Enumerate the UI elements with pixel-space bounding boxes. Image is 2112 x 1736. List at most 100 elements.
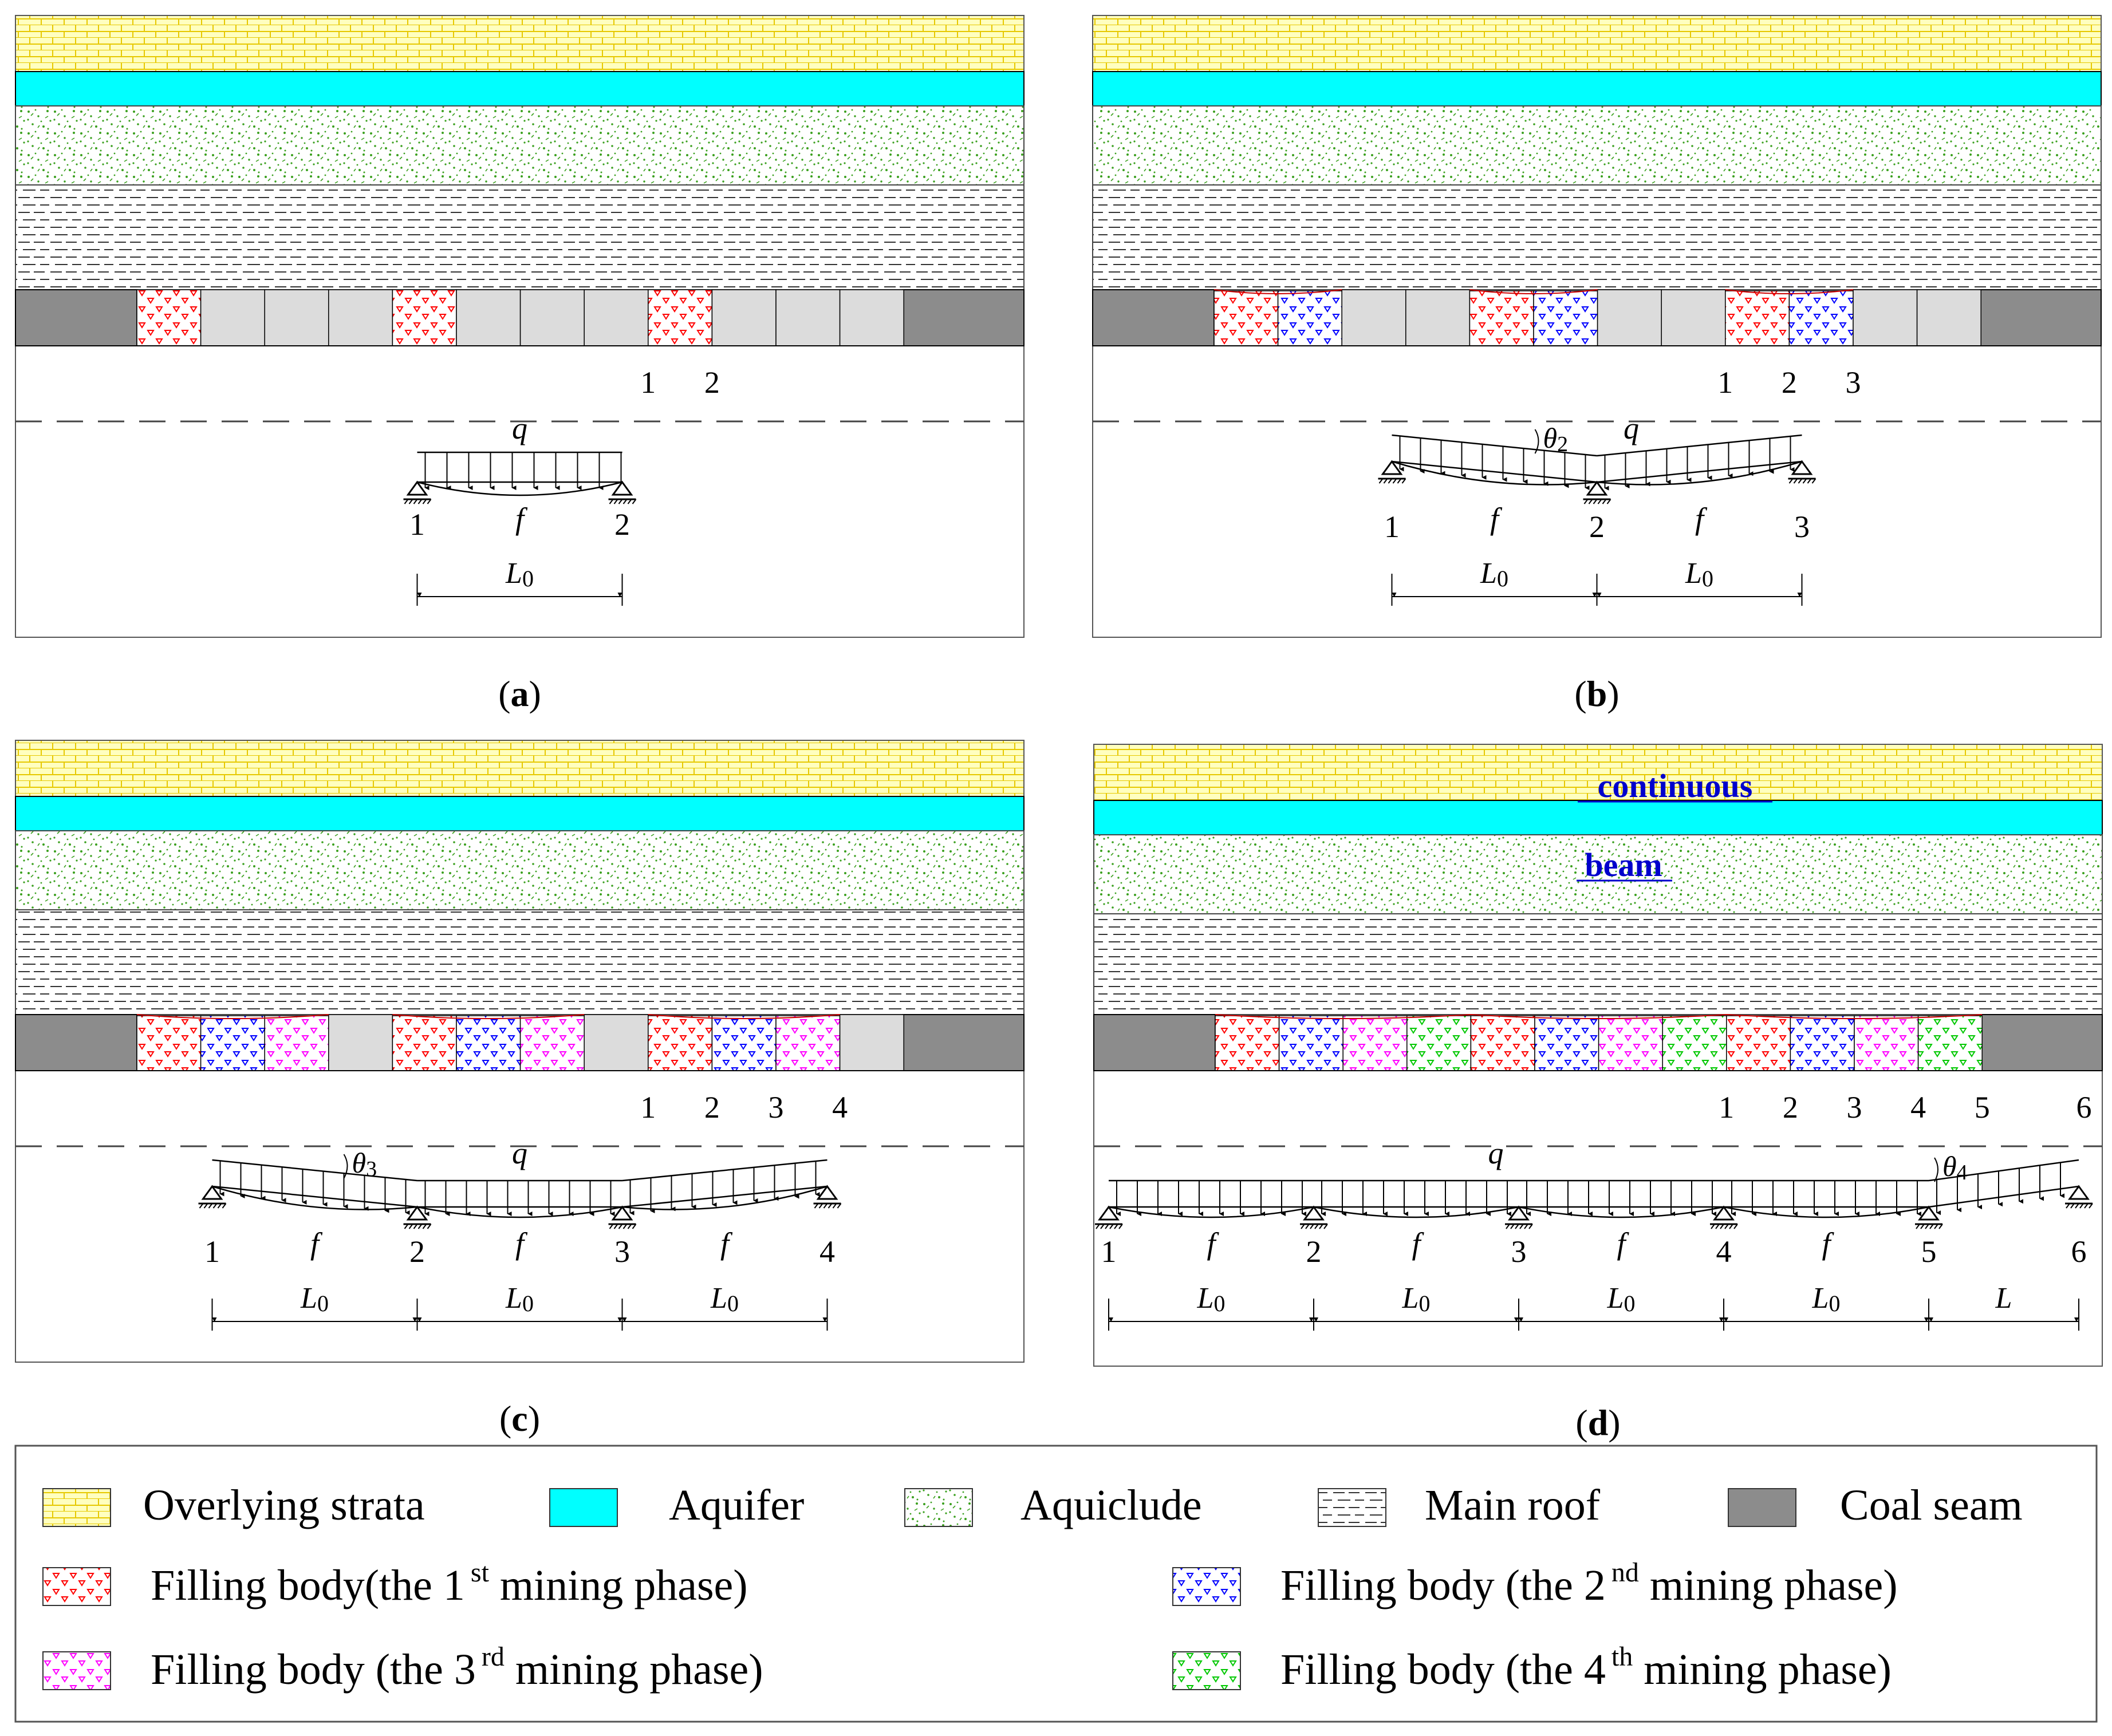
mined-gob-cell	[1341, 289, 1406, 346]
panel-caption: (c)	[499, 1398, 540, 1439]
filling-body-phase-1	[1215, 1015, 1280, 1071]
support-3	[608, 1205, 637, 1229]
filling-body-phase-2	[1277, 290, 1342, 346]
filling-body-phase-1	[136, 289, 202, 346]
coal-seam-right	[902, 289, 1025, 346]
support-2	[403, 1205, 432, 1229]
beam-support-label-5: 5	[1921, 1234, 1937, 1269]
beam-support-label-4: 4	[1716, 1234, 1732, 1269]
main-roof-layer	[1093, 913, 2103, 1015]
legend-phase2-swatch	[1172, 1567, 1241, 1606]
support-1	[1378, 460, 1406, 484]
mined-gob-cell	[264, 289, 329, 346]
filling-body-phase-1	[1470, 1015, 1535, 1071]
aquiclude-layer	[15, 830, 1025, 910]
overlying-strata-layer	[1092, 15, 2102, 72]
coal-seam-left	[1093, 1014, 1216, 1071]
legend-aquiclude-label: Aquiclude	[1020, 1481, 1202, 1529]
coal-seam-row	[15, 289, 1025, 346]
support-4	[813, 1185, 842, 1209]
beam-support-label-1: 1	[204, 1234, 220, 1269]
filling-body-phase-3	[264, 1015, 329, 1071]
coal-seam-swatch	[1728, 1488, 1796, 1527]
coal-seam-row	[15, 1014, 1025, 1071]
main-roof-layer	[15, 184, 1025, 290]
support-5	[1915, 1205, 1943, 1229]
support-number-2: 2	[1782, 365, 1797, 400]
span-label: L0	[1607, 1282, 1636, 1316]
mined-gob-cell	[584, 289, 649, 346]
support-1	[1095, 1205, 1123, 1229]
deflection-curve	[1108, 1206, 1314, 1218]
filling-body-phase-3	[775, 1015, 841, 1071]
deflection-curve	[417, 1206, 622, 1218]
filling-body-phase-1	[1213, 290, 1279, 346]
span-label: L0	[505, 557, 534, 591]
span-label: L0	[1812, 1282, 1841, 1316]
support-3	[1505, 1205, 1533, 1229]
deflection-curve	[1392, 460, 1597, 486]
support-2	[1300, 1205, 1328, 1229]
beam-support-label-4: 4	[819, 1234, 835, 1269]
beam-support-label-1: 1	[1101, 1234, 1117, 1269]
roof-subsidence-line	[392, 1014, 585, 1019]
roof-subsidence-line	[1213, 289, 1342, 294]
load-label-q: q	[512, 411, 527, 445]
filling-body-phase-3	[519, 1015, 585, 1071]
overlying-strata-layer	[15, 15, 1025, 72]
beam-support-label-3: 3	[1794, 510, 1810, 544]
aquifer-layer	[15, 796, 1025, 831]
support-number-1: 1	[640, 365, 656, 400]
support-number-3: 3	[1846, 365, 1861, 400]
beam-support-label-6: 6	[2071, 1234, 2087, 1269]
roof-subsidence-line	[648, 1014, 840, 1019]
filling-body-phase-1	[1469, 290, 1534, 346]
overlying-strata-layer	[1093, 744, 2103, 801]
mined-gob-cell	[711, 289, 777, 346]
filling-body-phase-1	[1726, 1015, 1791, 1071]
span-label: L0	[1402, 1282, 1431, 1316]
filling-body-phase-3	[1342, 1015, 1408, 1071]
support-number-2: 2	[704, 1090, 720, 1125]
mined-gob-cell	[1853, 289, 1918, 346]
coal-seam-row	[1093, 1014, 2103, 1071]
span-label: L0	[505, 1282, 534, 1316]
deflection-curve	[1313, 1206, 1519, 1218]
roof-subsidence-line	[1471, 1014, 1727, 1019]
deflection-curve	[417, 481, 622, 496]
support-number-3: 3	[769, 1090, 784, 1125]
beam-support-label-3: 3	[614, 1234, 630, 1269]
filling-body-phase-2	[200, 1015, 265, 1071]
deflection-curve	[1597, 460, 1802, 486]
legend-aquifer-label: Aquifer	[669, 1481, 804, 1529]
overlay-word-continuous: continuous	[1598, 767, 1753, 804]
support-number-1: 1	[640, 1090, 656, 1125]
filling-body-phase-2	[711, 1015, 777, 1071]
filling-body-phase-1	[648, 1015, 713, 1071]
support-2	[608, 480, 637, 504]
support-1	[403, 480, 432, 504]
legend-coal-seam-label: Coal seam	[1840, 1481, 2023, 1529]
span-label: L0	[300, 1282, 329, 1316]
support-number-6: 6	[2076, 1090, 2092, 1125]
filling-body-phase-3	[1854, 1015, 1919, 1071]
support-1	[198, 1185, 227, 1209]
aquifer-swatch	[549, 1488, 618, 1527]
legend-phase4-swatch	[1172, 1651, 1241, 1690]
rotation-angle-label: θ4	[1942, 1150, 1968, 1185]
beam-support-label-3: 3	[1511, 1234, 1527, 1269]
filling-body-phase-2	[1788, 290, 1854, 346]
main-roof-layer	[1092, 184, 2102, 290]
overlying-strata-layer	[15, 740, 1025, 797]
mined-gob-cell	[519, 289, 585, 346]
deflection-curve	[1518, 1206, 1724, 1218]
filling-body-phase-4	[1406, 1015, 1472, 1071]
rotation-angle-label: θ3	[352, 1147, 377, 1181]
roof-subsidence-line	[1215, 1014, 1471, 1019]
